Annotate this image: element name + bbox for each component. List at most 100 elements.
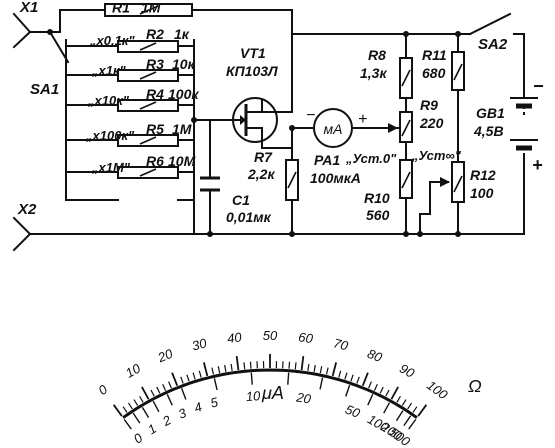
scale-tick-upper [395, 410, 404, 422]
r12-adjust-label: „Уст∞" [411, 148, 462, 163]
resistor-name: R5 [146, 121, 164, 137]
scale-label-upper: 5 [209, 394, 220, 411]
scale-tick-lower [313, 364, 316, 372]
range-label: „x1M" [91, 160, 131, 175]
scale-tick-upper [287, 372, 290, 385]
resistor-value: 100к [168, 86, 199, 102]
scale-tick-upper [213, 378, 218, 391]
scale-label-upper: 1 [145, 421, 159, 438]
gb1-name: GB1 [476, 105, 505, 121]
switch-sa2-label: SA2 [478, 36, 508, 53]
scale-tick-lower [141, 386, 150, 400]
scale-tick-lower [307, 363, 310, 371]
scale-tick-lower [168, 381, 172, 389]
pa1-value: 100мкА [310, 170, 361, 186]
scale-tick-lower [211, 367, 215, 375]
scale-unit: μА [261, 383, 284, 403]
range-label: „x1к" [91, 63, 127, 78]
scale-tick-lower [361, 372, 369, 387]
c1-value: 0,01мк [226, 209, 272, 225]
junction-dots [47, 29, 461, 237]
scale-tick-lower [319, 366, 323, 374]
scale-tick-upper [345, 384, 351, 397]
scale-tick-lower [217, 366, 221, 374]
scale-tick-lower [150, 389, 155, 397]
scale-tick-lower [407, 402, 413, 410]
r12-name: R12 [470, 167, 496, 183]
scale-tick-upper [250, 372, 253, 385]
r7-name: R7 [254, 149, 273, 165]
r1-name: R1 [112, 0, 130, 15]
r12-wiper-arrow [440, 177, 450, 187]
scale-tick-lower [186, 374, 190, 382]
r9-name: R9 [420, 97, 438, 113]
scale-tick-lower [373, 384, 378, 391]
scale-tick-lower [294, 362, 297, 370]
pa1-name: PA1 [314, 152, 340, 168]
gb1-value: 4,5В [473, 123, 504, 139]
scale-label-lower: 60 [298, 329, 315, 346]
resistor-value: 1к [174, 26, 190, 42]
range-label: „x10к" [87, 93, 130, 108]
gb1-plus: + [532, 155, 543, 175]
scale-tick-lower [300, 355, 305, 371]
scale-tick-lower [112, 404, 123, 417]
vt1-type: КП103Л [226, 63, 278, 79]
scale-tick-upper [152, 400, 160, 413]
meter-pa1: мА − + [306, 107, 367, 148]
scale-tick-lower [401, 399, 407, 406]
r9-wiper-arrow [388, 123, 398, 133]
resistor-r11 [451, 51, 465, 91]
scale-tick-lower [344, 372, 348, 380]
wires [12, 9, 525, 252]
scale-tick-upper [166, 394, 173, 406]
scale-label-lower: 20 [155, 346, 176, 366]
c1-name: C1 [232, 192, 250, 208]
sa2-blade [468, 12, 512, 36]
resistor-r7 [285, 159, 299, 201]
scale-label-lower: 70 [332, 335, 350, 353]
scale-tick-upper [319, 377, 324, 390]
resistor-value: 10к [172, 56, 196, 72]
resistor-r2 [117, 40, 179, 53]
range-labels: „x0,1к" R2 1к „x1к" R3 10к „x10к" R4 100… [85, 26, 199, 175]
transistor-vt1 [227, 97, 278, 143]
resistor-r8 [399, 57, 413, 99]
r8-value: 1,3к [360, 65, 387, 81]
scale-tick-lower [192, 372, 196, 380]
scale-label-upper: 0 [131, 430, 146, 447]
scale-tick-lower [180, 376, 184, 384]
scale-tick-lower [396, 395, 401, 403]
range-label: „x0,1к" [89, 33, 135, 48]
scale-label-lower: 0 [95, 381, 110, 398]
scale-label-lower: 90 [397, 361, 418, 381]
scale-tick-lower [235, 355, 240, 371]
terminal-x2-symbol [12, 216, 32, 252]
range-label: „x100к" [85, 128, 135, 143]
resistor-r9 [399, 111, 413, 143]
scale-tick-lower [162, 384, 167, 391]
terminal-x1-symbol [12, 12, 32, 49]
resistor-name: R3 [146, 56, 164, 72]
resistor-r12 [451, 161, 465, 203]
scale-label-lower: 40 [226, 329, 243, 346]
scale-tick-upper [123, 418, 132, 430]
resistor-r1 [104, 3, 193, 17]
scale-tick-upper [141, 406, 150, 418]
vt1-name: VT1 [240, 45, 266, 61]
r9-adjust-label: „Уст.0" [345, 151, 397, 166]
scale-label-upper: 20 [294, 389, 312, 406]
r7-value: 2,2к [247, 166, 275, 182]
resistor-name: R2 [146, 26, 164, 42]
scale-label-upper: 10 [245, 388, 261, 404]
scale-tick-lower [385, 389, 390, 397]
resistor-r4 [117, 99, 179, 112]
scale-tick-lower [198, 370, 202, 378]
scale-tick-upper [383, 402, 391, 414]
scale-tick-lower [133, 399, 139, 406]
scale-label-lower: 30 [190, 335, 208, 353]
resistor-name: R4 [146, 86, 164, 102]
scale-ohm-symbol: Ω [468, 376, 482, 396]
